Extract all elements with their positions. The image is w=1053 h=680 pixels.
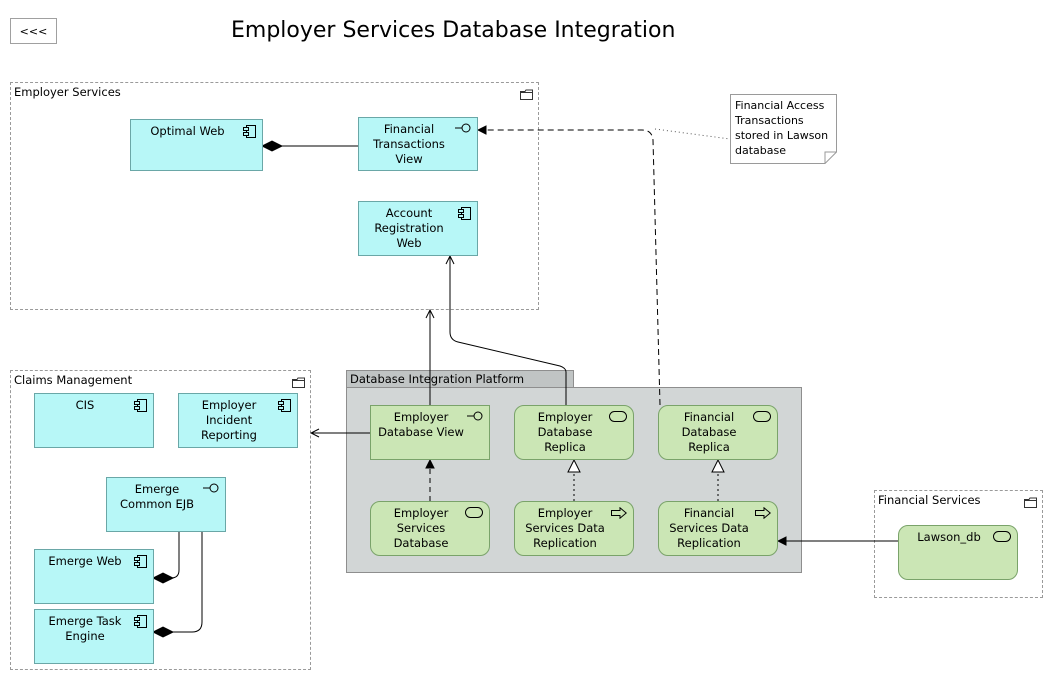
- node-label: Employer Database Replica: [537, 410, 593, 454]
- node-emerge-web[interactable]: Emerge Web: [34, 549, 154, 604]
- component-icon: [458, 207, 471, 220]
- edge-access-to-financial-transactions: [478, 130, 661, 406]
- node-label: Financial Services Data Replication: [669, 506, 749, 550]
- process-arrow-icon: [611, 507, 627, 519]
- edge-composition-emerge-task-engine: [153, 531, 203, 632]
- node-label: Employer Database View: [378, 410, 464, 439]
- node-account-registration-web[interactable]: Account Registration Web: [358, 201, 478, 256]
- interface-icon: [203, 483, 219, 493]
- component-icon: [134, 555, 147, 568]
- group-label: Claims Management: [14, 373, 133, 387]
- node-label: Emerge Task Engine: [48, 614, 122, 643]
- group-employer-services[interactable]: Employer Services: [10, 82, 539, 310]
- component-icon: [134, 615, 147, 628]
- note-financial-access[interactable]: Financial Access Transactions stored in …: [730, 94, 837, 164]
- node-label: Employer Services Data Replication: [525, 506, 605, 550]
- node-employer-database-view[interactable]: Employer Database View: [370, 405, 490, 460]
- edge-serving-to-account-registration: [450, 256, 567, 405]
- folder-icon: [292, 377, 305, 388]
- group-label: Employer Services: [14, 85, 121, 99]
- service-icon: [993, 531, 1011, 542]
- interface-icon: [467, 411, 483, 421]
- note-shape: [730, 94, 837, 164]
- back-button[interactable]: <<<: [10, 18, 57, 44]
- folder-icon: [520, 89, 533, 100]
- platform-tab: Database Integration Platform: [346, 370, 574, 388]
- node-label: Emerge Common EJB: [120, 482, 194, 511]
- node-optimal-web[interactable]: Optimal Web: [130, 119, 263, 171]
- node-financial-transactions-view[interactable]: Financial Transactions View: [358, 117, 478, 171]
- node-employer-incident-reporting[interactable]: Employer Incident Reporting: [178, 393, 298, 448]
- process-arrow-icon: [755, 507, 771, 519]
- platform-label: Database Integration Platform: [350, 372, 525, 386]
- node-label: Account Registration Web: [374, 206, 444, 250]
- service-icon: [609, 411, 627, 422]
- group-financial-services[interactable]: Financial Services: [874, 490, 1043, 598]
- node-label: Optimal Web: [150, 124, 225, 138]
- folder-icon: [1024, 497, 1037, 508]
- node-lawson-db[interactable]: Lawson_db: [898, 525, 1018, 580]
- node-cis[interactable]: CIS: [34, 393, 154, 448]
- component-icon: [278, 399, 291, 412]
- note-text: Financial Access Transactions stored in …: [735, 99, 829, 157]
- node-label: Employer Incident Reporting: [201, 398, 257, 442]
- node-employer-database-replica[interactable]: Employer Database Replica: [514, 405, 634, 460]
- service-icon: [753, 411, 771, 422]
- page-title: Employer Services Database Integration: [231, 18, 676, 43]
- node-label: Financial Database Replica: [681, 410, 737, 454]
- node-label: CIS: [75, 398, 95, 412]
- node-employer-services-data-replication[interactable]: Employer Services Data Replication: [514, 501, 634, 556]
- group-label: Financial Services: [878, 493, 981, 507]
- group-claims-management[interactable]: Claims Management: [10, 370, 311, 670]
- edge-note-connector: [654, 128, 731, 140]
- node-label: Employer Services Database: [393, 506, 449, 550]
- service-icon: [465, 507, 483, 518]
- node-emerge-task-engine[interactable]: Emerge Task Engine: [34, 609, 154, 664]
- interface-icon: [455, 123, 471, 133]
- node-financial-services-data-replication[interactable]: Financial Services Data Replication: [658, 501, 778, 556]
- component-icon: [134, 399, 147, 412]
- node-label: Financial Transactions View: [373, 122, 445, 166]
- node-employer-services-database[interactable]: Employer Services Database: [370, 501, 490, 556]
- node-label: Lawson_db: [917, 530, 981, 544]
- node-label: Emerge Web: [48, 554, 122, 568]
- component-icon: [243, 125, 256, 138]
- node-emerge-common-ejb[interactable]: Emerge Common EJB: [106, 477, 226, 532]
- edge-composition-emerge-web: [153, 531, 180, 578]
- node-financial-database-replica[interactable]: Financial Database Replica: [658, 405, 778, 460]
